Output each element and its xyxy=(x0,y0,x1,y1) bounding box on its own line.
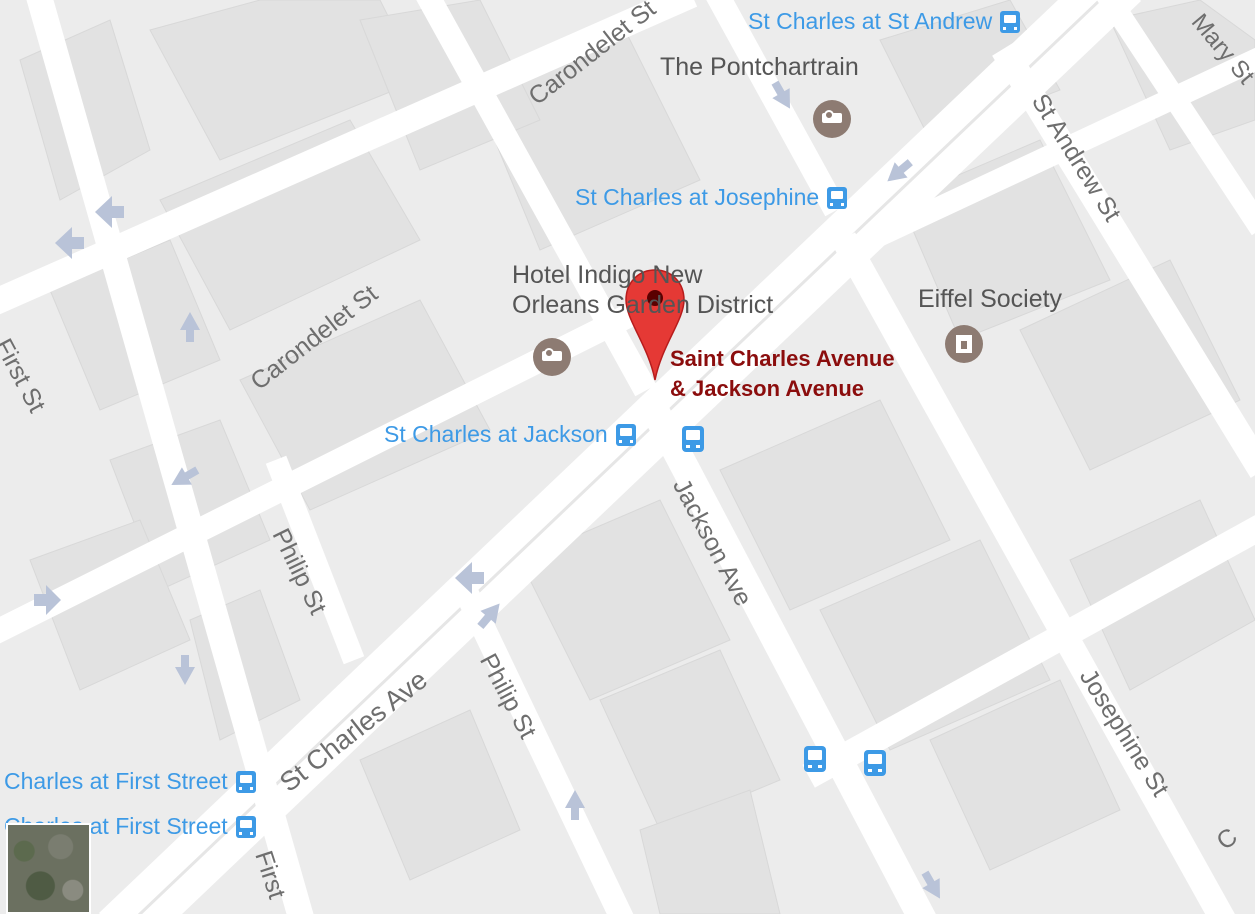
poi-label-line: Hotel Indigo New xyxy=(512,261,703,289)
tram-stop-icon xyxy=(235,815,256,838)
transit-stop-label: St Charles at Jackson xyxy=(384,421,608,447)
poi-label-pontchartrain[interactable]: The Pontchartrain xyxy=(660,53,859,81)
transit-stop-label: St Charles at Josephine xyxy=(575,184,820,210)
one-way-arrow-icon xyxy=(34,80,940,899)
bus-stop-icon[interactable] xyxy=(682,426,704,452)
landmark-icon[interactable] xyxy=(945,325,983,363)
transit-stop-josephine[interactable]: St Charles at Josephine xyxy=(575,184,848,210)
pin-label[interactable]: Saint Charles Avenue & Jackson Avenue xyxy=(670,344,895,404)
transit-stop-jackson[interactable]: St Charles at Jackson xyxy=(384,423,636,446)
tram-stop-icon xyxy=(615,423,636,446)
bus-stop-icon[interactable] xyxy=(864,750,886,776)
hotel-icon[interactable] xyxy=(533,338,571,376)
bus-stop-icon[interactable] xyxy=(804,746,826,772)
poi-label-line: Orleans Garden District xyxy=(512,291,774,319)
map-pin-icon[interactable] xyxy=(625,269,685,381)
tram-stop-icon xyxy=(827,186,848,209)
transit-stop-label: St Charles at St Andrew xyxy=(748,8,993,34)
transit-stop-first-street-1[interactable]: Charles at First Street xyxy=(4,770,256,793)
satellite-view-toggle[interactable] xyxy=(6,823,91,914)
tram-stop-icon xyxy=(1000,10,1021,33)
pin-label-line1: Saint Charles Avenue xyxy=(670,346,895,371)
transit-stop-st-andrew[interactable]: St Charles at St Andrew xyxy=(748,8,1021,34)
poi-label-eiffel-society[interactable]: Eiffel Society xyxy=(918,285,1063,313)
tram-stop-icon xyxy=(235,770,256,793)
hotel-icon[interactable] xyxy=(813,100,851,138)
transit-stop-label: Charles at First Street xyxy=(4,768,228,794)
poi-label-hotel-indigo[interactable]: Hotel Indigo New Orleans Garden District xyxy=(512,260,773,320)
pin-label-line2: & Jackson Avenue xyxy=(670,376,865,401)
